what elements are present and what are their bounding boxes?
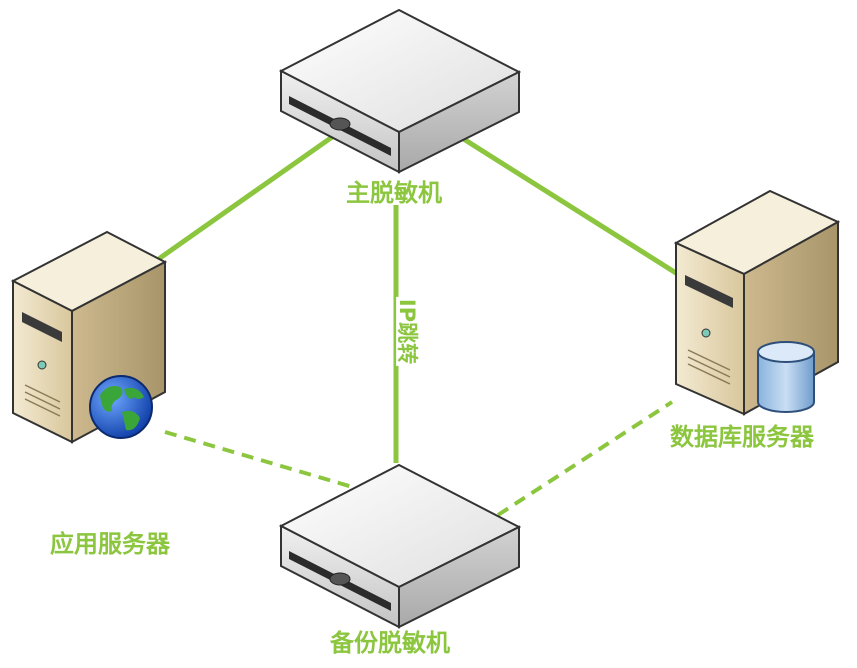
primary-masker-device bbox=[278, 8, 522, 174]
backup-masker-side bbox=[398, 525, 520, 629]
db-server-vent-3 bbox=[687, 363, 731, 385]
db-server-front bbox=[675, 241, 745, 416]
db-server-label: 数据库服务器 bbox=[670, 423, 814, 451]
app-server-power-led bbox=[37, 360, 47, 370]
app-server-drive-bay bbox=[22, 312, 62, 342]
app-server-vent-2 bbox=[24, 391, 61, 410]
primary-masker-side bbox=[398, 70, 520, 174]
db-server-vent-2 bbox=[687, 356, 731, 378]
db-server-power-led bbox=[701, 328, 711, 338]
link-backup-to-db-dashed bbox=[496, 400, 674, 517]
app-server-vent-1 bbox=[24, 384, 61, 403]
link-primary-to-db bbox=[459, 135, 679, 276]
db-server-device bbox=[673, 189, 841, 416]
primary-masker-label: 主脱敏机 bbox=[346, 179, 442, 207]
db-server-vent-1 bbox=[687, 349, 731, 371]
link-app-to-primary bbox=[157, 132, 338, 261]
ip-switch-label: IP跳转 bbox=[395, 296, 420, 367]
backup-masker-device bbox=[278, 463, 522, 629]
backup-masker-button bbox=[329, 572, 351, 586]
backup-masker-label: 备份脱敏机 bbox=[330, 629, 450, 657]
database-icon bbox=[757, 341, 815, 413]
app-server-device bbox=[10, 230, 168, 444]
db-server-drive-bay bbox=[685, 275, 733, 308]
link-app-to-backup-dashed bbox=[164, 430, 357, 490]
app-server-vent-3 bbox=[24, 398, 61, 417]
app-server-label: 应用服务器 bbox=[50, 530, 170, 558]
primary-masker-button bbox=[329, 117, 351, 131]
globe-icon bbox=[89, 375, 153, 439]
